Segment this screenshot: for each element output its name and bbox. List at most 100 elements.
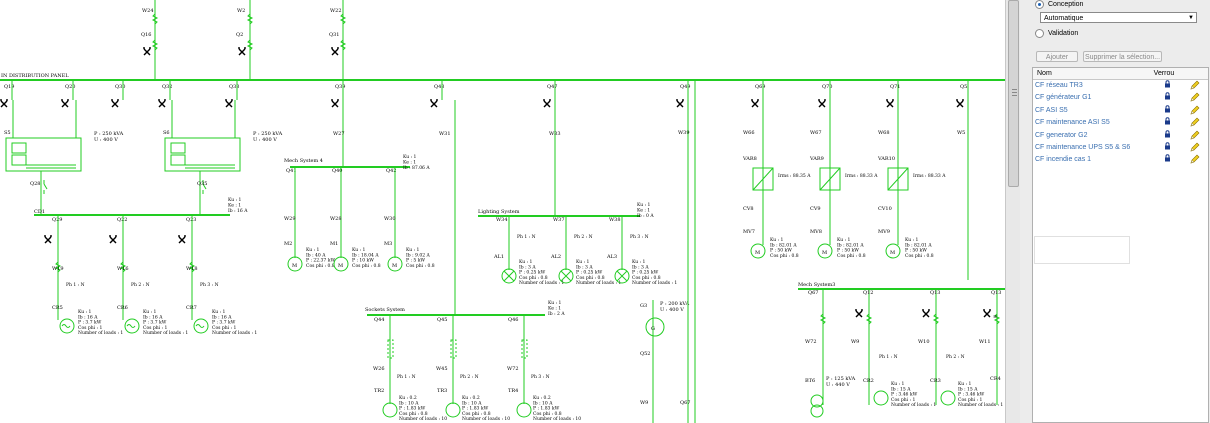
chevron-down-icon[interactable]: ▼ bbox=[1188, 15, 1194, 21]
add-button[interactable]: Ajouter bbox=[1036, 51, 1078, 62]
generator-symbol[interactable] bbox=[645, 317, 665, 337]
load-label: CR4 bbox=[990, 376, 1001, 382]
bus-breaker-label: Q71 bbox=[890, 84, 900, 90]
table-row[interactable]: CF maintenance ASI S5 bbox=[1033, 117, 1208, 129]
lock-icon[interactable] bbox=[1154, 142, 1182, 154]
lock-icon[interactable] bbox=[1154, 117, 1182, 129]
breaker-icon[interactable] bbox=[178, 235, 186, 244]
breaker-icon[interactable] bbox=[676, 99, 684, 108]
single-line-diagram[interactable]: IN DISTRIBUTION PANELW24Q16W2Q2W22Q31Q19… bbox=[0, 0, 1005, 423]
heater-load[interactable] bbox=[124, 318, 140, 334]
socket-param: Cos phi : 0.8 bbox=[533, 411, 562, 417]
table-header: Nom Verrou bbox=[1033, 68, 1208, 80]
mv-motor-load[interactable] bbox=[885, 243, 901, 259]
breaker-icon[interactable] bbox=[331, 47, 339, 56]
row-name[interactable]: CF générateur G1 bbox=[1035, 94, 1092, 102]
mv-motor-load[interactable] bbox=[750, 243, 766, 259]
lock-icon[interactable] bbox=[1154, 129, 1182, 142]
mv-motor-load[interactable] bbox=[817, 243, 833, 259]
breaker-icon[interactable] bbox=[143, 47, 151, 56]
mode-select[interactable]: Automatique ▼ bbox=[1040, 12, 1197, 23]
breaker-icon[interactable] bbox=[111, 99, 119, 108]
validation-radio[interactable] bbox=[1035, 29, 1044, 38]
socket-load[interactable] bbox=[382, 402, 398, 418]
lock-icon[interactable] bbox=[1154, 154, 1182, 166]
breaker-icon[interactable] bbox=[886, 99, 894, 108]
cable-marker bbox=[932, 313, 940, 325]
lock-icon[interactable] bbox=[1154, 80, 1182, 92]
ups-block[interactable] bbox=[164, 137, 241, 172]
motor-load[interactable] bbox=[287, 256, 303, 272]
edit-icon[interactable] bbox=[1181, 105, 1208, 117]
row-name[interactable]: CF incendie cas 1 bbox=[1035, 156, 1092, 164]
variable-drive[interactable] bbox=[819, 167, 841, 191]
edit-icon[interactable] bbox=[1181, 154, 1208, 166]
validation-option[interactable]: Validation bbox=[1035, 29, 1078, 38]
cd-param: Ke : 1 bbox=[228, 203, 241, 209]
delete-selection-button[interactable]: Supprimer la sélection... bbox=[1083, 51, 1162, 62]
breaker-icon[interactable] bbox=[0, 99, 8, 108]
scrollbar-thumb[interactable] bbox=[1008, 0, 1019, 187]
lamp-load[interactable] bbox=[614, 268, 630, 284]
breaker-icon[interactable] bbox=[109, 235, 117, 244]
breaker-icon[interactable] bbox=[61, 99, 69, 108]
conception-radio[interactable] bbox=[1035, 0, 1044, 9]
row-name[interactable]: CF réseau TR3 bbox=[1035, 82, 1083, 89]
breaker-icon[interactable] bbox=[430, 99, 438, 108]
ups-inverter-symbol bbox=[11, 142, 27, 154]
edit-icon[interactable] bbox=[1181, 92, 1208, 104]
transformer-winding[interactable] bbox=[810, 404, 824, 418]
breaker-icon[interactable] bbox=[855, 309, 863, 318]
lock-icon[interactable] bbox=[1154, 92, 1182, 104]
column-lock-header[interactable]: Verrou bbox=[1153, 70, 1175, 77]
ups-block[interactable] bbox=[5, 137, 82, 172]
table-row[interactable]: CF maintenance UPS S5 & S6 bbox=[1033, 142, 1208, 154]
breaker-icon[interactable] bbox=[983, 309, 991, 318]
motor-load[interactable] bbox=[333, 256, 349, 272]
heater-load[interactable] bbox=[873, 390, 889, 406]
mv-param: Cos phi : 0.8 bbox=[905, 253, 934, 259]
motor-load[interactable] bbox=[387, 256, 403, 272]
table-row[interactable]: CF generator G2 bbox=[1033, 129, 1208, 142]
edit-icon[interactable] bbox=[1181, 80, 1208, 92]
table-row[interactable]: CF ASI S5 bbox=[1033, 105, 1208, 117]
conception-option[interactable]: Conception bbox=[1035, 0, 1083, 9]
row-name[interactable]: CF maintenance ASI S5 bbox=[1035, 119, 1110, 127]
row-name[interactable]: CF maintenance UPS S5 & S6 bbox=[1035, 143, 1131, 151]
breaker-icon[interactable] bbox=[44, 235, 52, 244]
column-name-header[interactable]: Nom bbox=[1037, 70, 1052, 77]
table-row[interactable]: CF incendie cas 1 bbox=[1033, 154, 1208, 166]
edit-icon[interactable] bbox=[1181, 130, 1208, 142]
breaker-icon[interactable] bbox=[158, 99, 166, 108]
socket-param: P : 1.83 kW bbox=[399, 406, 426, 412]
transformer-winding[interactable] bbox=[810, 394, 824, 408]
row-name[interactable]: CF ASI S5 bbox=[1035, 106, 1068, 114]
breaker-icon[interactable] bbox=[238, 47, 246, 56]
lamp-load[interactable] bbox=[558, 268, 574, 284]
socket-param: P : 1.83 kW bbox=[462, 406, 489, 412]
breaker-icon[interactable] bbox=[543, 99, 551, 108]
breaker-icon[interactable] bbox=[225, 99, 233, 108]
table-row[interactable]: CF générateur G1 bbox=[1033, 92, 1208, 104]
edit-icon[interactable] bbox=[1181, 142, 1208, 154]
row-name[interactable]: CF generator G2 bbox=[1035, 131, 1088, 139]
heater-load[interactable] bbox=[940, 390, 956, 406]
breaker-icon[interactable] bbox=[331, 99, 339, 108]
lock-icon[interactable] bbox=[1154, 105, 1182, 117]
socket-load[interactable] bbox=[445, 402, 461, 418]
socket-load[interactable] bbox=[516, 402, 532, 418]
heater-load[interactable] bbox=[193, 318, 209, 334]
breaker-icon[interactable] bbox=[922, 309, 930, 318]
lamp-load[interactable] bbox=[501, 268, 517, 284]
heater-load[interactable] bbox=[59, 318, 75, 334]
breaker-icon[interactable] bbox=[751, 99, 759, 108]
edit-icon[interactable] bbox=[1181, 117, 1208, 129]
variable-drive[interactable] bbox=[887, 167, 909, 191]
breaker-icon[interactable] bbox=[956, 99, 964, 108]
variable-drive[interactable] bbox=[752, 167, 774, 191]
mv-param: Cos phi : 0.8 bbox=[770, 253, 799, 259]
table-row[interactable]: CF réseau TR3 bbox=[1033, 80, 1208, 92]
breaker-icon[interactable] bbox=[818, 99, 826, 108]
vertical-scrollbar[interactable] bbox=[1005, 0, 1020, 423]
